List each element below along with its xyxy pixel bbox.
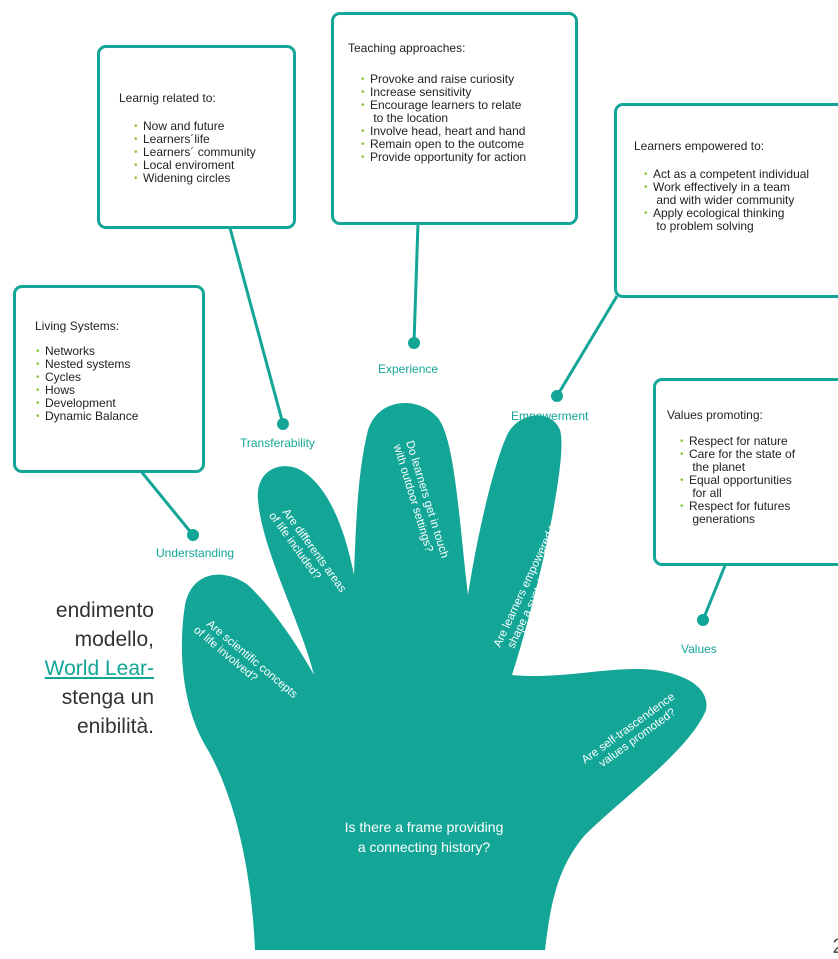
index-question: Are learners empowered to shape a sustai… (492, 517, 576, 650)
list-item: Respect for nature (680, 435, 795, 449)
list-item: Development (36, 397, 138, 411)
learners-empowered-box: Learners empowered to: Act as a competen… (614, 103, 838, 298)
label-empowerment: Empowerment (511, 409, 589, 423)
teaching-approaches-title: Teaching approaches: (348, 41, 466, 55)
body-text-line: stenga un (61, 686, 154, 709)
dot-understanding (187, 529, 199, 541)
palm-question-line2: a connecting history? (358, 839, 491, 855)
list-item: Learners´life (134, 133, 256, 147)
pinky-question-line1: Are scientific concepts (204, 618, 300, 701)
palm-question-line1: Is there a frame providing (345, 819, 504, 835)
learners-empowered-title: Learners empowered to: (634, 139, 765, 153)
living-systems-list: Networks Nested systems Cycles Hows Deve… (36, 345, 138, 424)
learning-title: Learnig related to: (119, 91, 216, 105)
learning-box: Learnig related to: Now and future Learn… (97, 45, 296, 229)
thumb-question-line1: Are self-trascendence (580, 691, 678, 766)
connector-dots (187, 337, 709, 626)
list-item: Equal opportunities for all (680, 474, 795, 500)
list-item: Care for the state of the planet (680, 448, 795, 474)
label-transferability: Transferability (240, 436, 315, 450)
connector-empowerment (555, 295, 619, 397)
values-promoting-box: Values promoting: Respect for nature Car… (653, 378, 838, 566)
connector-understanding (138, 469, 195, 536)
ring-question-line1: Are differents areas (280, 507, 349, 595)
thumb-question: Are self-trascendence values promoted? (580, 691, 678, 770)
dot-experience (408, 337, 420, 349)
teaching-approaches-list: Provoke and raise curiosity Increase sen… (361, 73, 526, 165)
label-understanding: Understanding (156, 546, 235, 560)
list-item: Work effectively in a team and with wide… (644, 181, 809, 207)
body-text-line: enibilità. (76, 715, 154, 738)
list-item: Networks (36, 345, 138, 359)
learning-list: Now and future Learners´life Learners´ c… (134, 120, 256, 186)
list-item: Act as a competent individual (644, 168, 809, 182)
list-item: Increase sensitivity (361, 86, 526, 100)
label-experience: Experience (378, 362, 439, 376)
body-text: endimento modello, World Lear- stenga un… (45, 596, 154, 741)
learners-empowered-list: Act as a competent individual Work effec… (644, 168, 809, 233)
hand-silhouette (181, 402, 707, 951)
body-text-line: endimento (55, 599, 154, 622)
living-systems-title: Living Systems: (35, 319, 120, 333)
list-item: Encourage learners to relate to the loca… (361, 99, 526, 125)
dot-transferability (277, 418, 289, 430)
list-item: Remain open to the outcome (361, 138, 526, 152)
list-item: Apply ecological thinking to problem sol… (644, 207, 809, 233)
list-item: Widening circles (134, 172, 256, 186)
list-item: Now and future (134, 120, 256, 134)
list-item: Local enviroment (134, 159, 256, 173)
connector-values (701, 562, 728, 621)
palm-question: Is there a frame providing a connecting … (345, 819, 504, 855)
pinky-question: Are scientific concepts of life involved… (191, 618, 300, 701)
values-promoting-title: Values promoting: (667, 408, 763, 422)
list-item: Involve head, heart and hand (361, 125, 526, 139)
list-item: Hows (36, 384, 138, 398)
list-item: Cycles (36, 371, 138, 385)
page-number: 2 (832, 935, 838, 959)
list-item: Dynamic Balance (36, 410, 138, 424)
list-item: Learners´ community (134, 146, 256, 160)
list-item: Respect for futures generations (680, 500, 795, 526)
living-systems-box: Living Systems: Networks Nested systems … (13, 285, 205, 473)
list-item: Nested systems (36, 358, 138, 372)
connector-experience (412, 222, 420, 344)
teaching-approaches-box: Teaching approaches: Provoke and raise c… (331, 12, 578, 225)
dot-empowerment (551, 390, 563, 402)
middle-question: Do learners get in touch with outdoor se… (390, 439, 450, 559)
body-text-line: modello, (74, 628, 154, 651)
list-item: Provoke and raise curiosity (361, 73, 526, 87)
body-text-link[interactable]: World Lear- (44, 657, 154, 680)
connector-transferability (228, 227, 285, 425)
list-item: Provide opportunity for action (361, 151, 526, 165)
index-question-line1: Are learners empowered to (492, 518, 562, 649)
label-values: Values (681, 642, 717, 656)
dot-values (697, 614, 709, 626)
ring-question: Are differents areas of life included? (266, 507, 349, 595)
connector-lines (138, 222, 728, 621)
values-promoting-list: Respect for nature Care for the state of… (680, 435, 795, 526)
